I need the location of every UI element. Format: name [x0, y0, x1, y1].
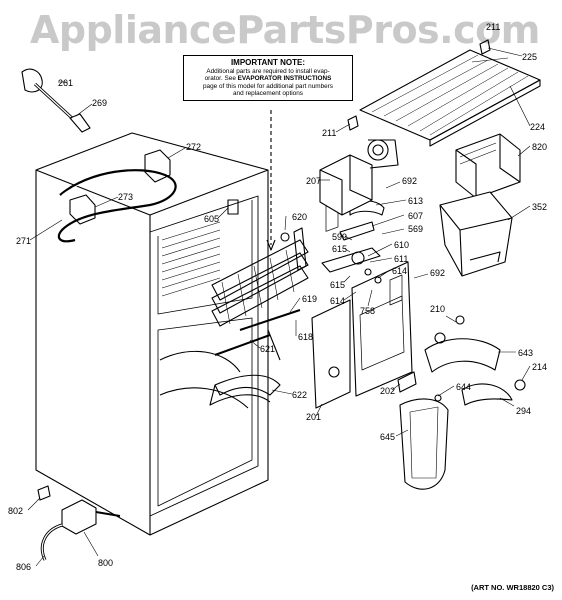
important-note-box: IMPORTANT NOTE: Additional parts are req… [183, 55, 353, 101]
part-label-261: 261 [58, 78, 73, 88]
note-line-1: Additional parts are required to install… [206, 68, 330, 75]
part-label-610: 610 [394, 240, 409, 250]
part-label-224: 224 [530, 122, 545, 132]
part-label-613: 613 [408, 196, 423, 206]
part-label-225: 225 [522, 52, 537, 62]
part-label-269: 269 [92, 98, 107, 108]
part-label-620: 620 [292, 212, 307, 222]
note-heading: IMPORTANT NOTE: [230, 58, 306, 67]
part-label-614: 614 [392, 266, 407, 276]
part-label-273: 273 [118, 192, 133, 202]
part-label-211: 211 [322, 128, 336, 138]
note-line-2a: orator. See [204, 75, 238, 83]
part-label-352: 352 [532, 202, 547, 212]
part-label-207: 207 [306, 176, 321, 186]
part-label-599: 599 [332, 232, 347, 242]
part-label-614: 614 [330, 296, 345, 306]
part-label-758: 758 [360, 306, 375, 316]
part-label-621: 621 [260, 344, 275, 354]
part-label-272: 272 [186, 142, 201, 152]
part-label-645: 645 [380, 432, 395, 442]
part-label-619: 619 [302, 294, 317, 304]
note-line-4: and replacement options [233, 90, 303, 98]
part-label-201: 201 [306, 412, 321, 422]
part-label-607: 607 [408, 211, 423, 221]
part-label-622: 622 [292, 390, 307, 400]
watermark: AppliancePartsPros.com [30, 8, 540, 52]
part-label-802: 802 [8, 506, 23, 516]
part-label-210: 210 [430, 304, 445, 314]
part-label-569: 569 [408, 224, 423, 234]
part-label-615: 615 [330, 280, 345, 290]
part-label-692: 692 [402, 176, 417, 186]
part-label-294: 294 [516, 406, 531, 416]
note-line-3: page of this model for additional part n… [202, 82, 334, 90]
part-label-271: 271 [16, 236, 31, 246]
part-label-800: 800 [98, 558, 113, 568]
note-evaporator-instructions: EVAPORATOR INSTRUCTIONS [237, 75, 332, 83]
part-label-214: 214 [532, 362, 547, 372]
note-line-2: orator. See EVAPORATOR INSTRUCTIONS [187, 75, 349, 82]
part-label-615: 615 [332, 244, 347, 254]
part-label-644: 644 [456, 382, 471, 392]
part-label-692: 692 [430, 268, 445, 278]
part-label-211: 211 [486, 22, 500, 32]
part-label-643: 643 [518, 348, 533, 358]
part-label-618: 618 [298, 332, 313, 342]
part-label-611: 611 [394, 254, 408, 264]
art-number: (ART NO. WR18820 C3) [471, 583, 554, 592]
part-label-806: 806 [16, 562, 31, 572]
part-label-605: 605 [204, 214, 219, 224]
part-label-202: 202 [380, 386, 395, 396]
part-label-820: 820 [532, 142, 547, 152]
